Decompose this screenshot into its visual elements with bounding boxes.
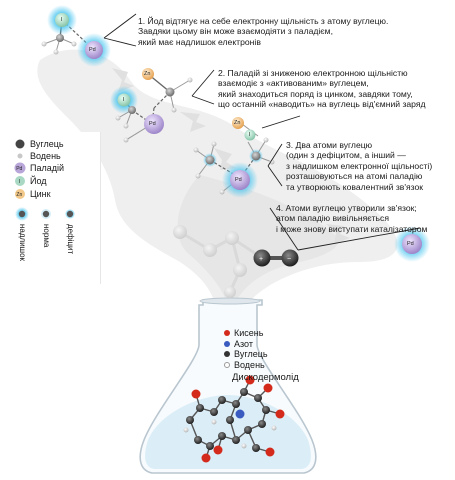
step4-pd-label: Pd: [407, 241, 414, 247]
step2-zinc-label: Zn: [144, 71, 151, 77]
step3-molecule: [193, 117, 275, 198]
carbon-carbon-bond: + −: [253, 249, 299, 267]
step-3-line: (один з дефіцитом, а інший —: [286, 150, 406, 161]
flask-legend-carbon: Вуглець: [224, 349, 268, 360]
step-3-line: розташовуються на атомі паладію: [286, 171, 423, 182]
step1-molecule: [41, 5, 111, 67]
step-4-line: і може знову виступати каталізатором: [276, 223, 428, 234]
svg-text:Pd: Pd: [16, 166, 22, 172]
legend-label: Вуглець: [30, 139, 64, 149]
flask-legend-hydrogen: Водень: [224, 360, 268, 371]
carbon-icon: [15, 139, 25, 149]
step2-molecule: [110, 68, 193, 143]
callout-lines: [103, 13, 421, 251]
step-2-line: що останній «наводить» на вуглець від'єм…: [218, 99, 426, 110]
step-4-line: 4. Атоми вуглецю утворили зв'язок;: [276, 203, 417, 213]
step1-pd-label: Pd: [89, 47, 96, 53]
hydrogen-icon: [17, 153, 23, 159]
svg-text:+: +: [259, 256, 263, 263]
step3-zinc-label: Zn: [234, 120, 241, 126]
step-3-line: з надлишком електронної щільності): [286, 160, 433, 171]
step-arrows: [112, 68, 350, 244]
step1-iodine-label: I: [60, 17, 63, 23]
zinc-icon: Zn: [15, 189, 25, 199]
legend-label: Паладій: [30, 163, 65, 173]
atom-legend: Вуглець Водень Pd Паладій I Йод Zn Цинк …: [8, 132, 101, 284]
step2-iodine-label: I: [122, 97, 125, 103]
density-icons: [15, 207, 75, 221]
step-2-line: 2. Паладій зі зниженою електронною щільн…: [218, 68, 408, 78]
flask-legend-label: Кисень: [234, 328, 264, 338]
step-1-text: 1. Йод відтягує на себе електронну щільн…: [138, 16, 388, 47]
step2-pd-label: Pd: [149, 121, 156, 127]
step-1-line: Завдяки цьому він може взаємодіяти з пал…: [138, 26, 333, 37]
flask-legend-nitrogen: Азот: [224, 339, 268, 350]
step3-iodine-label: I: [248, 132, 251, 138]
step-3-text: 3. Два атоми вуглецю (один з дефіцитом, …: [286, 140, 432, 192]
erlenmeyer-flask: [139, 297, 317, 474]
oxygen-icon: [224, 330, 230, 336]
step3-pd-label: Pd: [235, 177, 242, 183]
step-1-line: який має надлишок електронів: [138, 36, 261, 47]
flask-legend-oxygen: Кисень: [224, 328, 268, 339]
step-4-line: атом паладію вивільняється: [276, 213, 389, 224]
legend-label: Йод: [30, 176, 47, 186]
molecule-atoms: [183, 375, 285, 463]
carbon-icon: [224, 351, 230, 357]
step-2-text: 2. Паладій зі зниженою електронною щільн…: [218, 68, 426, 110]
palladium-icon: Pd: [14, 162, 26, 174]
step-2-line: який знаходиться поряд із цинком, завдяк…: [218, 88, 413, 99]
molecule-name: Дискодермолід: [232, 372, 299, 383]
legend-label: Водень: [30, 151, 61, 161]
density-deficit-label: дефіцит: [66, 224, 75, 255]
svg-text:I: I: [19, 179, 20, 185]
iodine-icon: I: [15, 176, 25, 186]
step-1-line: 1. Йод відтягує на себе електронну щільн…: [138, 16, 389, 26]
legend-label: Цинк: [30, 189, 51, 199]
density-excess-label: надлишок: [18, 224, 27, 262]
released-palladium: [394, 226, 430, 262]
svg-text:−: −: [287, 256, 291, 263]
step-3-line: та утворюють ковалентний зв'язок: [286, 181, 424, 192]
step-4-text: 4. Атоми вуглецю утворили зв'язок; атом …: [276, 203, 427, 234]
nitrogen-icon: [224, 340, 230, 347]
flask-legend-label: Водень: [234, 359, 265, 370]
density-normal-label: норма: [42, 224, 51, 248]
step-2-line: взаємодіє з «активованим» вуглецем,: [218, 78, 369, 89]
step-3-line: 3. Два атоми вуглецю: [286, 140, 373, 150]
flask-legend: Кисень Азот Вуглець Водень: [224, 328, 268, 370]
svg-text:Zn: Zn: [16, 192, 22, 198]
flask-legend-label: Азот: [234, 338, 253, 349]
hydrogen-icon: [224, 361, 230, 368]
flask-legend-label: Вуглець: [234, 349, 268, 359]
